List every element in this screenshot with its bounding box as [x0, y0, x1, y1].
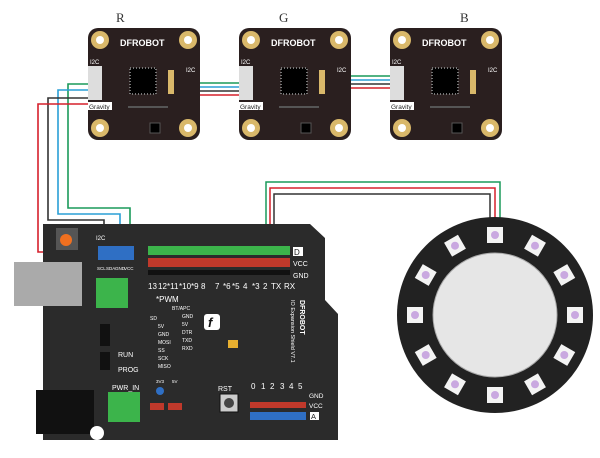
led-die	[451, 241, 459, 250]
svg-text:VCC: VCC	[309, 403, 323, 410]
svg-text:8: 8	[201, 282, 206, 291]
svg-text:TX: TX	[271, 282, 282, 291]
svg-text:I2C: I2C	[392, 60, 402, 66]
reset-led	[60, 234, 72, 246]
module-label: R	[116, 10, 125, 25]
led-die	[411, 311, 419, 319]
led-die	[531, 241, 539, 250]
svg-text:1: 1	[261, 382, 266, 391]
svg-text:VCC: VCC	[293, 261, 308, 268]
svg-text:SS: SS	[158, 348, 165, 354]
svg-text:MISO: MISO	[158, 364, 171, 370]
svg-text:3: 3	[280, 382, 285, 391]
svg-text:GND: GND	[309, 393, 324, 400]
svg-text:DFROBOT: DFROBOT	[422, 38, 467, 48]
svg-text:I2C: I2C	[337, 68, 347, 74]
svg-text:I2C: I2C	[241, 60, 251, 66]
led-die	[560, 351, 569, 359]
svg-text:5V: 5V	[172, 379, 178, 384]
usb-port	[14, 262, 82, 306]
svg-text:*9: *9	[191, 282, 199, 291]
digital-pin-labels: 13 12 *11 *10 *9 8 7 *6 *5 4 *3 2 TX RX	[148, 282, 296, 291]
svg-text:5V: 5V	[158, 324, 165, 330]
svg-text:GND: GND	[182, 314, 194, 320]
module-g: G DFROBOT I2C I2C Gravity	[238, 10, 352, 141]
led-die	[560, 271, 569, 279]
svg-text:A: A	[311, 412, 316, 421]
led-ring	[397, 217, 593, 413]
svg-text:BT/APC: BT/APC	[172, 306, 190, 312]
svg-text:VCC: VCC	[124, 266, 134, 271]
svg-text:*11: *11	[167, 282, 179, 291]
svg-text:3V3: 3V3	[156, 379, 165, 384]
svg-text:IO Expansion Shield V7.1: IO Expansion Shield V7.1	[289, 300, 295, 363]
svg-text:DTR: DTR	[182, 330, 193, 336]
svg-text:PWR_IN: PWR_IN	[112, 385, 139, 392]
svg-text:Gravity: Gravity	[391, 104, 412, 111]
svg-text:RXD: RXD	[182, 346, 193, 352]
svg-text:I2C: I2C	[488, 68, 498, 74]
module-b: B DFROBOT I2C I2C Gravity	[389, 10, 503, 141]
power-terminal-block	[108, 392, 140, 422]
svg-text:TXD: TXD	[182, 338, 192, 344]
svg-text:RST: RST	[218, 386, 233, 393]
svg-text:GND: GND	[293, 273, 309, 280]
svg-text:13: 13	[148, 282, 157, 291]
svg-text:SDA: SDA	[106, 266, 115, 271]
svg-text:*5: *5	[232, 282, 240, 291]
svg-text:I2C: I2C	[186, 68, 196, 74]
svg-text:*3: *3	[252, 282, 260, 291]
svg-text:GND: GND	[158, 332, 170, 338]
svg-text:D: D	[294, 248, 300, 257]
power-jack	[36, 390, 94, 434]
led-die	[531, 380, 539, 389]
svg-text:DFROBOT: DFROBOT	[271, 38, 316, 48]
svg-text:4: 4	[289, 382, 294, 391]
svg-text:5V: 5V	[182, 322, 189, 328]
svg-text:Gravity: Gravity	[89, 104, 110, 111]
io-expansion-shield: I2C SCL SDA GND VCC D VCC GND 13 12 *11 …	[14, 224, 338, 440]
svg-text:I2C: I2C	[96, 236, 106, 242]
module-r: R DFROBOT I2C I2C Gravity	[87, 10, 201, 141]
svg-text:7: 7	[215, 282, 220, 291]
svg-text:PROG: PROG	[118, 367, 139, 374]
svg-text:I2C: I2C	[90, 60, 100, 66]
svg-text:Gravity: Gravity	[240, 104, 261, 111]
svg-text:*10: *10	[179, 282, 192, 291]
module-label: G	[279, 10, 288, 25]
svg-text:5: 5	[298, 382, 303, 391]
svg-text:RX: RX	[284, 282, 296, 291]
svg-text:0: 0	[251, 382, 256, 391]
svg-text:MOSI: MOSI	[158, 340, 171, 346]
svg-text:SD: SD	[150, 316, 157, 322]
led-die	[451, 380, 459, 389]
svg-text:12: 12	[158, 282, 167, 291]
svg-text:SCL: SCL	[97, 266, 106, 271]
svg-text:2: 2	[263, 282, 268, 291]
led-die	[571, 311, 579, 319]
svg-text:GND: GND	[115, 266, 126, 271]
svg-text:*PWM: *PWM	[156, 295, 179, 304]
svg-text:DFROBOT: DFROBOT	[120, 38, 165, 48]
led-die	[491, 231, 499, 239]
digital-signal-row	[148, 246, 290, 255]
svg-text:RUN: RUN	[118, 352, 133, 359]
svg-text:f: f	[208, 315, 214, 330]
logo-icon	[204, 314, 220, 330]
svg-text:SCK: SCK	[158, 356, 169, 362]
module-label: B	[460, 10, 469, 25]
led-die	[491, 391, 499, 399]
svg-text:2: 2	[270, 382, 275, 391]
led-die	[421, 271, 430, 279]
led-die	[421, 351, 430, 359]
digital-vcc-row	[148, 258, 290, 267]
svg-text:4: 4	[243, 282, 248, 291]
terminal-block	[96, 278, 128, 308]
svg-text:*6: *6	[223, 282, 231, 291]
svg-text:DFROBOT: DFROBOT	[298, 300, 305, 335]
